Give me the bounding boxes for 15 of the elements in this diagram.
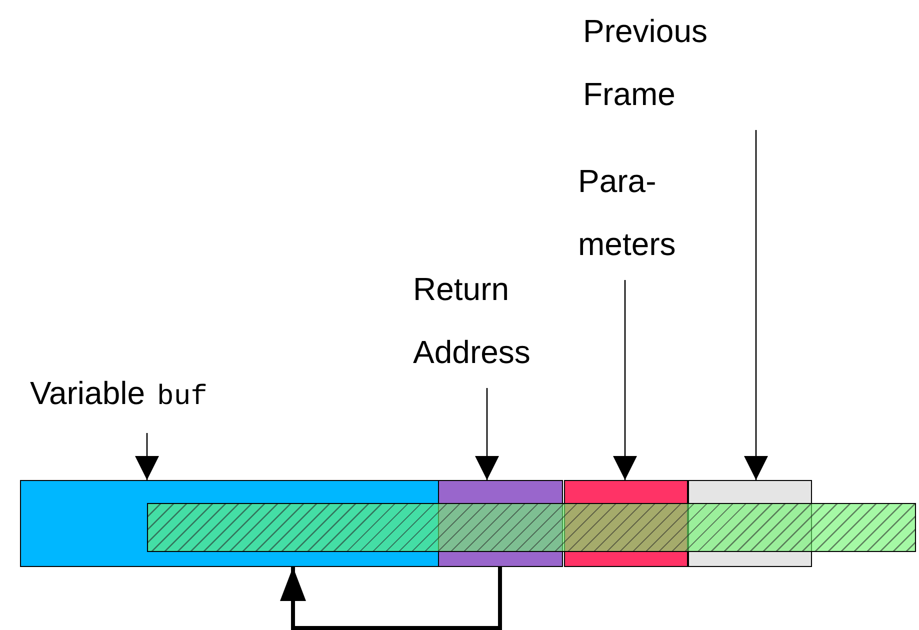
field-label: Para- meters xyxy=(578,163,676,262)
leader-arrow xyxy=(613,280,637,480)
parameters-region xyxy=(564,480,688,567)
buffer-region xyxy=(20,480,439,567)
return-address-region xyxy=(438,480,563,567)
previous-frame-region xyxy=(688,480,812,567)
overflow-bar xyxy=(147,503,916,552)
field-label: Previous Frame xyxy=(583,13,708,112)
field-label: Return Address xyxy=(413,271,530,370)
return-arrow xyxy=(280,567,502,630)
code-identifier: buf xyxy=(157,382,208,413)
leader-arrow xyxy=(135,433,159,480)
variable-label: Variable xyxy=(30,375,146,411)
leader-arrow xyxy=(475,388,499,480)
leader-arrow xyxy=(744,130,768,480)
